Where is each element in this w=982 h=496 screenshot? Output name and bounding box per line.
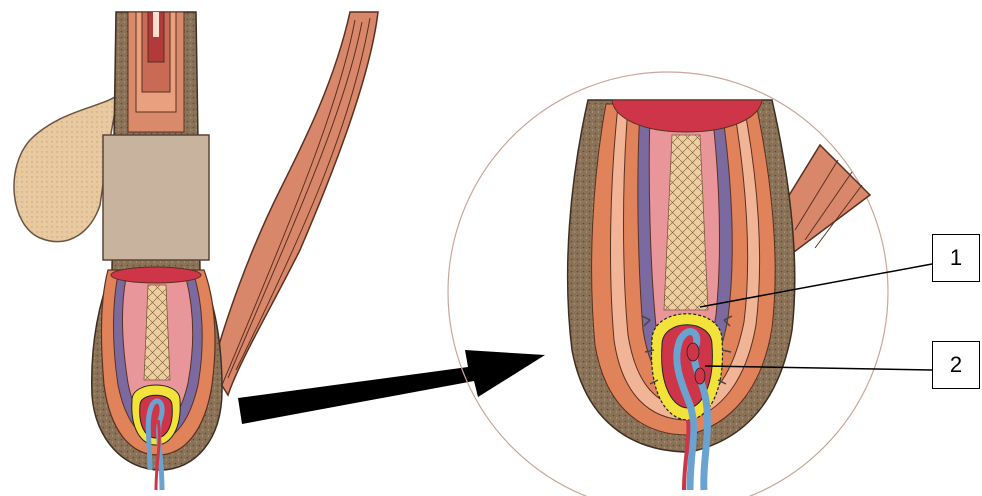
magnify-arrow	[238, 350, 545, 424]
hair-shaft	[103, 135, 209, 260]
medulla	[664, 135, 708, 310]
full-follicle	[14, 12, 378, 490]
arrector-pili-muscle	[212, 12, 378, 395]
label-box-1: 1	[932, 234, 980, 282]
magnified-bulb	[568, 100, 870, 490]
label-box-2: 2	[932, 341, 980, 389]
